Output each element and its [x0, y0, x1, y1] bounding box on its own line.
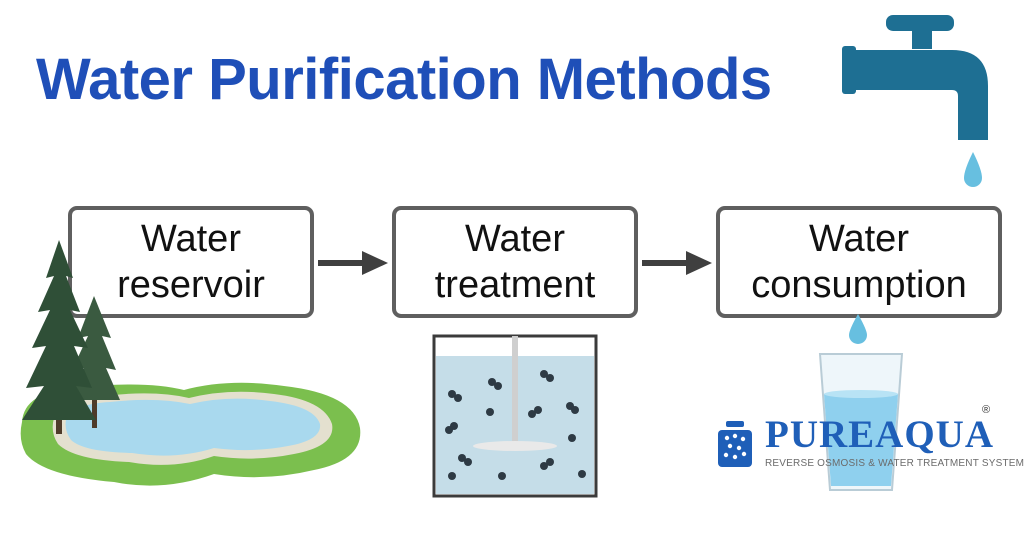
lake-icon — [20, 382, 361, 486]
water-glass-icon — [818, 353, 904, 491]
step-water-treatment: Water treatment — [392, 206, 638, 318]
step-label-line1: Water — [809, 218, 909, 260]
step-water-consumption: Water consumption — [716, 206, 1002, 318]
step-label-line2: treatment — [434, 264, 596, 306]
step-water-reservoir: Water reservoir — [68, 206, 314, 318]
brand-tagline: REVERSE OSMOSIS & WATER TREATMENT SYSTEM… — [765, 458, 1024, 469]
step-label-line2: consumption — [751, 264, 967, 306]
faucet-icon — [842, 15, 988, 187]
pine-trees-icon — [22, 240, 120, 434]
brand-name: PUREAQUA — [765, 413, 994, 456]
arrow-right-icon — [642, 251, 712, 275]
water-drop-icon — [849, 314, 867, 344]
step-label-line2: reservoir — [117, 264, 265, 306]
mixing-tank-icon — [432, 334, 598, 498]
pureaqua-logo-icon — [718, 421, 752, 467]
water-drop-icon — [964, 152, 982, 187]
page-title: Water Purification Methods — [36, 47, 772, 112]
step-label-line1: Water — [465, 218, 565, 260]
step-label-line1: Water — [141, 218, 241, 260]
registered-mark: ® — [982, 404, 991, 416]
arrow-right-icon — [318, 251, 388, 275]
